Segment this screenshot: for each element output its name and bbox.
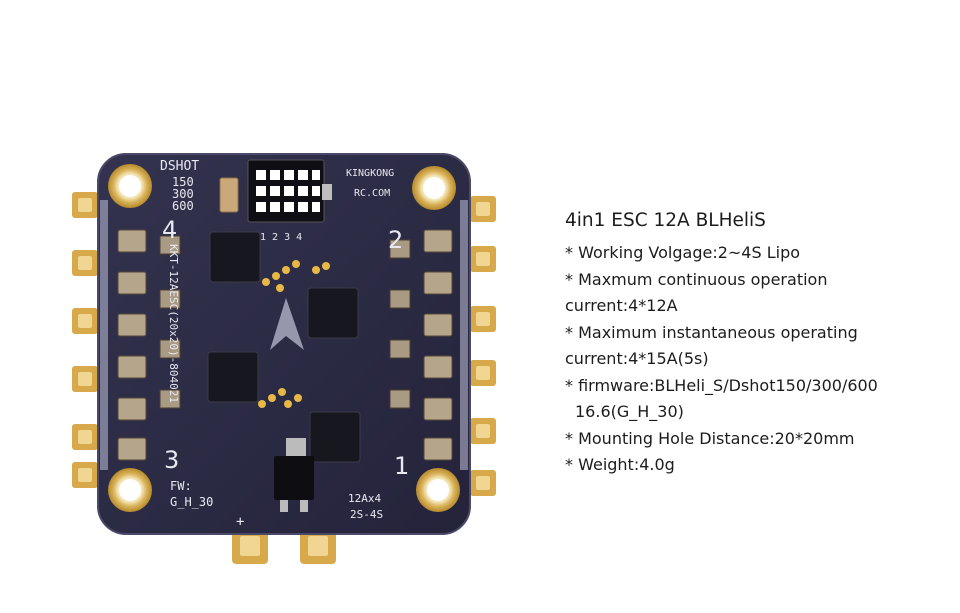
silk-brand-1: KINGKONG: [346, 168, 394, 179]
brand-logo: [270, 298, 304, 350]
silk-fw-label: FW:: [170, 479, 192, 493]
spec-line-voltage: * Working Volgage:2~4S Lipo: [565, 243, 801, 262]
silk-model: KKT-12AESC(20x20)-804021: [167, 244, 180, 403]
spec-line-continuous-value: current:4*12A: [565, 296, 678, 315]
spec-list: 4in1 ESC 12A BLHeliS * Working Volgage:2…: [565, 210, 945, 479]
capacitor: [219, 177, 239, 213]
spec-line-weight: * Weight:4.0g: [565, 455, 675, 474]
silk-150: 150: [172, 175, 194, 189]
right-solder-pads: [470, 196, 496, 496]
silk-dshot: DSHOT: [160, 159, 199, 174]
spec-line-instantaneous: * Maximum instantaneous operating: [565, 322, 858, 342]
left-solder-pads: [72, 192, 98, 488]
spec-title: 4in1 ESC 12A BLHeliS: [565, 210, 766, 231]
mosfet-right-column: [423, 229, 453, 461]
spec-line-instantaneous-value: current:4*15A(5s): [565, 349, 709, 368]
silk-motor-4: 4: [162, 216, 177, 244]
silk-rating-2: 2S-4S: [350, 508, 383, 521]
mounting-holes: [108, 164, 460, 512]
silk-motor-2: 2: [388, 226, 403, 254]
signal-header-connector: [247, 159, 325, 223]
esc-board-photo: DSHOT 150 300 600 KINGKONG RC.COM 1 2 3 …: [72, 153, 496, 564]
silk-pin-numbers: 1 2 3 4: [260, 232, 302, 243]
silk-motor-1: 1: [394, 452, 409, 480]
silk-rating-1: 12Ax4: [348, 492, 381, 505]
silk-600: 600: [172, 199, 194, 213]
mcu-chips: [207, 231, 361, 463]
mosfet-left-column: [117, 229, 147, 461]
silk-300: 300: [172, 187, 194, 201]
silk-plus: +: [236, 514, 244, 530]
silk-fw-value: G_H_30: [170, 495, 213, 509]
silk-motor-3: 3: [164, 446, 179, 474]
via-dots: [258, 260, 330, 408]
battery-solder-pads: [232, 528, 336, 564]
spec-line-continuous: * Maxmum continuous operation: [565, 269, 828, 289]
silk-brand-2: RC.COM: [354, 188, 390, 199]
pcb-body: [97, 153, 471, 535]
spec-line-mounting: * Mounting Hole Distance:20*20mm: [565, 428, 855, 448]
voltage-regulator: [274, 438, 314, 512]
spec-line-firmware: * firmware:BLHeli_S/Dshot150/300/600: [565, 375, 878, 395]
spec-line-firmware-version: 16.6(G_H_30): [575, 402, 684, 421]
